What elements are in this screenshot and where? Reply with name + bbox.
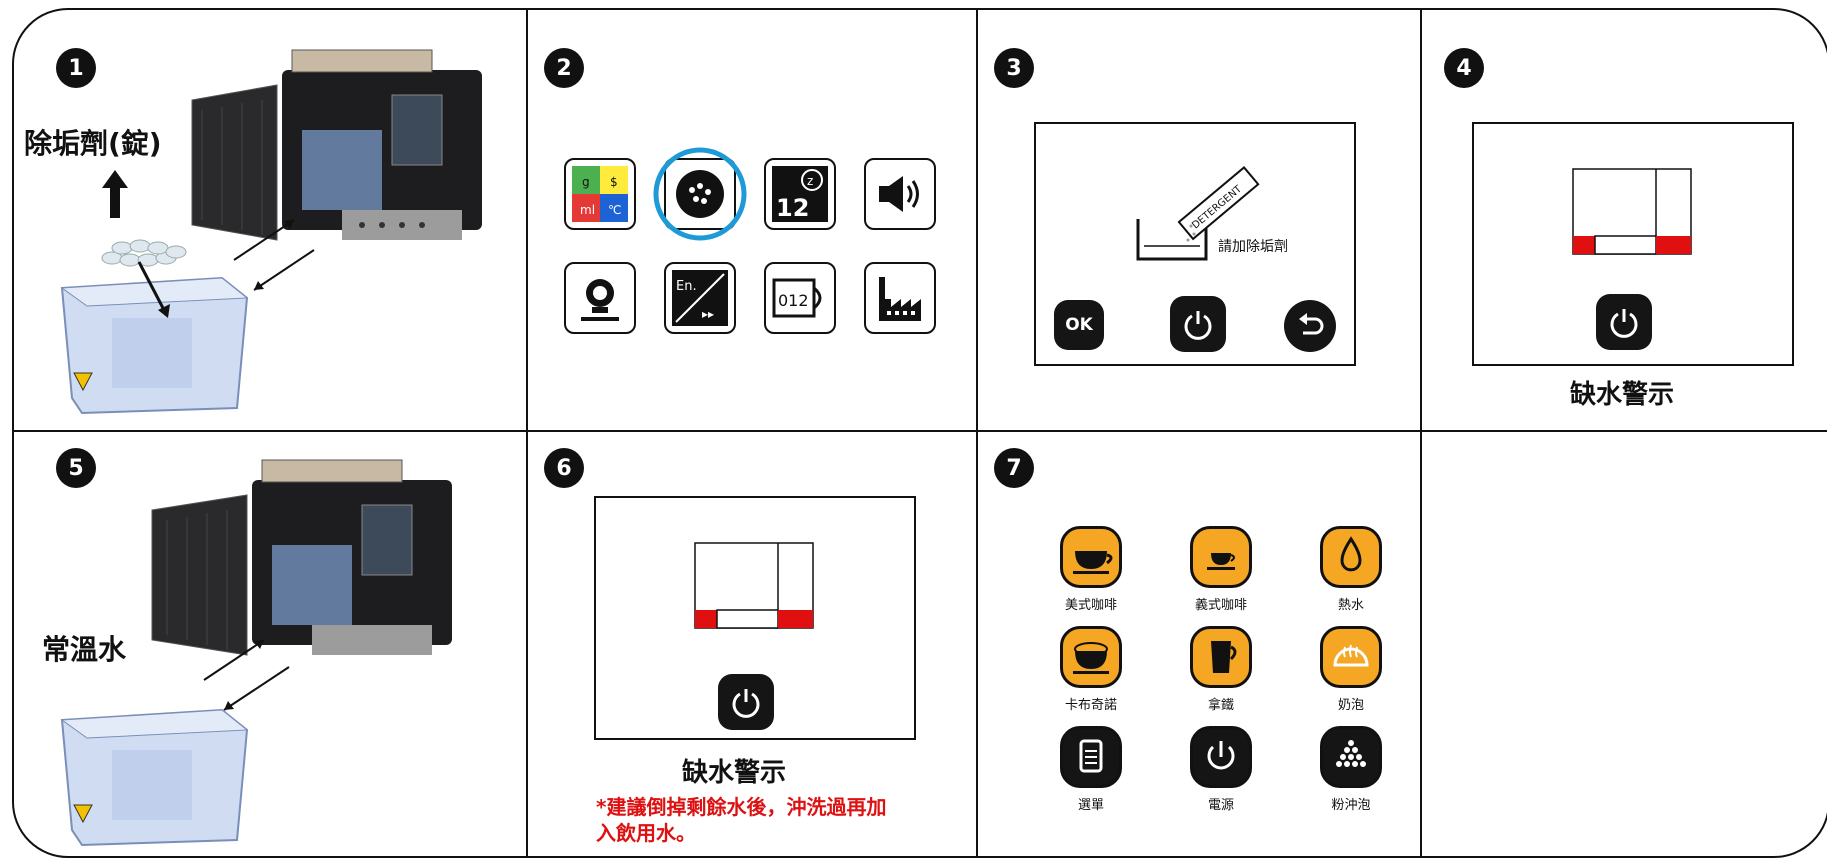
lightbulb-icon bbox=[581, 279, 619, 321]
speaker-icon bbox=[879, 176, 919, 212]
svg-text:12: 12 bbox=[776, 194, 809, 222]
sound-tile[interactable] bbox=[864, 158, 936, 230]
svg-text:g: g bbox=[582, 175, 590, 189]
drink-menu-label: 熱水 bbox=[1337, 598, 1364, 613]
svg-text:ml: ml bbox=[580, 203, 595, 217]
counter-tile[interactable]: 012 bbox=[764, 262, 836, 334]
drink-menu-item[interactable]: 義式咖啡 bbox=[1166, 526, 1276, 613]
svg-text:▸▸: ▸▸ bbox=[702, 307, 714, 321]
hot-water-icon bbox=[1320, 526, 1382, 588]
step-number: 6 bbox=[544, 448, 584, 488]
back-arrow-icon bbox=[1299, 313, 1324, 335]
water-warning-screen bbox=[1472, 122, 1794, 366]
divider bbox=[526, 10, 528, 856]
room-temp-water-label: 常溫水 bbox=[42, 633, 127, 666]
drink-menu-label: 粉沖泡 bbox=[1331, 798, 1371, 813]
drink-menu-item[interactable]: 拿鐵 bbox=[1166, 626, 1276, 713]
drink-menu-label: 電源 bbox=[1207, 798, 1234, 813]
selection-highlight-circle bbox=[653, 147, 747, 241]
back-button[interactable] bbox=[1284, 300, 1336, 352]
svg-text:En.: En. bbox=[676, 279, 697, 294]
step-number: 3 bbox=[994, 48, 1034, 88]
power-icon bbox=[1610, 309, 1638, 338]
ground-coffee-icon bbox=[1320, 726, 1382, 788]
americano-icon bbox=[1060, 526, 1122, 588]
step-number: 5 bbox=[56, 448, 96, 488]
water-warning-label: 缺水警示 bbox=[682, 758, 787, 788]
drink-menu-label: 美式咖啡 bbox=[1064, 598, 1117, 613]
detergent-pouring-icon: DETERGENT bbox=[1136, 166, 1260, 261]
measure-settings-icon: g $ ml ℃ bbox=[572, 166, 628, 222]
drink-menu-label: 拿鐵 bbox=[1207, 698, 1234, 713]
divider bbox=[976, 10, 978, 856]
power-button[interactable] bbox=[1170, 296, 1226, 352]
descale-tile[interactable] bbox=[664, 158, 736, 230]
water-warning-screen bbox=[594, 496, 916, 740]
divider bbox=[1420, 10, 1422, 856]
descale-prompt-screen: DETERGENT 請加除垢劑 OK bbox=[1034, 122, 1356, 366]
step-number: 1 bbox=[56, 48, 96, 88]
drink-menu-item[interactable]: 選單 bbox=[1036, 726, 1146, 813]
language-icon: En. ▸▸ bbox=[672, 270, 728, 326]
empty-tank-icon bbox=[1572, 168, 1692, 255]
drink-menu-item[interactable]: 卡布奇諾 bbox=[1036, 626, 1146, 713]
power-button[interactable] bbox=[1596, 294, 1652, 350]
drink-menu-label: 義式咖啡 bbox=[1194, 598, 1247, 613]
drink-menu-item[interactable]: 美式咖啡 bbox=[1036, 526, 1146, 613]
arrow-up-icon bbox=[102, 170, 128, 218]
descaler-tablets-icon bbox=[101, 239, 187, 267]
cup-counter-icon: 012 bbox=[772, 278, 822, 318]
menu-icon bbox=[1060, 726, 1122, 788]
descale-prompt-text: 請加除垢劑 bbox=[1218, 239, 1288, 255]
swap-arrows-icon bbox=[203, 639, 290, 711]
drink-menu-item[interactable]: 電源 bbox=[1166, 726, 1276, 813]
svg-text:℃: ℃ bbox=[608, 203, 621, 217]
arrow-into-tank-icon bbox=[137, 261, 170, 318]
drink-menu-label: 卡布奇諾 bbox=[1064, 698, 1117, 713]
cappuccino-icon bbox=[1060, 626, 1122, 688]
power-icon bbox=[732, 689, 760, 718]
power-icon bbox=[1190, 726, 1252, 788]
water-tank-image bbox=[60, 708, 249, 847]
coffee-machine-image bbox=[191, 49, 482, 241]
factory-icon bbox=[879, 277, 921, 321]
drink-menu-label: 選單 bbox=[1077, 798, 1104, 813]
drink-menu-item[interactable]: 奶泡 bbox=[1296, 626, 1406, 713]
factory-reset-tile[interactable] bbox=[864, 262, 936, 334]
divider bbox=[14, 430, 1827, 432]
latte-icon bbox=[1190, 626, 1252, 688]
sleep-timer-icon: z 12 bbox=[772, 166, 828, 222]
drink-menu-label: 奶泡 bbox=[1337, 698, 1364, 713]
light-tile[interactable] bbox=[564, 262, 636, 334]
milk-foam-icon bbox=[1320, 626, 1382, 688]
svg-text:z: z bbox=[807, 174, 813, 188]
drink-menu-item[interactable]: 粉沖泡 bbox=[1296, 726, 1406, 813]
ok-button[interactable]: OK bbox=[1054, 300, 1104, 350]
espresso-icon bbox=[1190, 526, 1252, 588]
power-icon bbox=[1184, 311, 1212, 340]
empty-tank-icon bbox=[694, 542, 814, 629]
step-number: 7 bbox=[994, 448, 1034, 488]
coffee-machine-image bbox=[151, 459, 452, 656]
descaler-label: 除垢劑(錠) bbox=[24, 127, 162, 160]
sleep-timer-tile[interactable]: z 12 bbox=[764, 158, 836, 230]
language-tile[interactable]: En. ▸▸ bbox=[664, 262, 736, 334]
descale-icon bbox=[676, 170, 724, 218]
swap-arrows-icon bbox=[233, 219, 315, 291]
svg-text:$: $ bbox=[610, 175, 618, 189]
power-button[interactable] bbox=[718, 674, 774, 730]
settings-tile[interactable]: g $ ml ℃ bbox=[564, 158, 636, 230]
step-number: 4 bbox=[1444, 48, 1484, 88]
svg-text:012: 012 bbox=[778, 291, 809, 310]
refill-note: *建議倒掉剩餘水後，沖洗過再加入飲用水。 bbox=[596, 795, 887, 845]
step-number: 2 bbox=[544, 48, 584, 88]
drink-menu-item[interactable]: 熱水 bbox=[1296, 526, 1406, 613]
instruction-sheet: 1 除垢劑(錠) 2 bbox=[12, 8, 1827, 858]
water-warning-label: 缺水警示 bbox=[1570, 380, 1675, 410]
